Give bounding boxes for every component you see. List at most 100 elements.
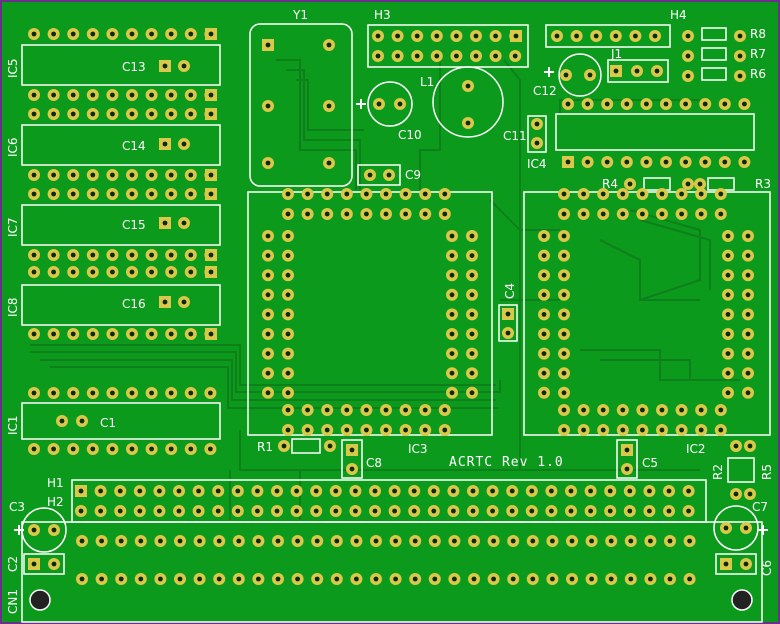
- mounting-holes: [29, 589, 753, 611]
- plcc-pad: [558, 424, 570, 436]
- header-pad: [565, 485, 577, 497]
- plcc-pad: [616, 424, 629, 436]
- h4-outline: [545, 24, 671, 48]
- dip-pad: [620, 98, 633, 110]
- plcc-pad: [466, 347, 478, 360]
- plcc-pad: [722, 308, 734, 321]
- plcc-pad: [675, 208, 688, 220]
- dip-pad: [165, 188, 178, 200]
- dip-pad: [165, 266, 178, 278]
- dip-pad: [106, 328, 119, 340]
- header-pad: [271, 505, 283, 517]
- header-pad: [114, 505, 127, 517]
- trace: [559, 99, 700, 115]
- connector-pad: [311, 535, 324, 547]
- plcc-pad: [419, 188, 432, 200]
- label-c6: C6: [760, 560, 774, 576]
- plcc-pad: [466, 249, 478, 262]
- header-pad: [590, 30, 603, 42]
- connector-pad: [193, 535, 206, 547]
- dip-pad: [67, 249, 80, 261]
- plcc-pad: [466, 288, 478, 301]
- plcc-pad: [558, 188, 570, 200]
- plcc-pad: [419, 424, 432, 436]
- plcc-pad: [722, 386, 734, 399]
- connector-pad: [507, 573, 520, 585]
- label-c4: C4: [503, 283, 517, 299]
- dip-pad: [28, 188, 40, 200]
- connector-pad: [526, 535, 539, 547]
- cap-pad: [584, 69, 596, 81]
- connector-pad: [330, 573, 343, 585]
- dip-pad: [106, 108, 119, 120]
- cap-pad: [740, 522, 752, 534]
- header-pad: [682, 505, 695, 517]
- header-pad: [623, 505, 636, 517]
- resistor-pad: [730, 488, 742, 500]
- label-j1: J1: [610, 47, 622, 61]
- cap-pad: [76, 415, 88, 427]
- plcc-pad: [722, 288, 734, 301]
- dip-pad: [145, 188, 158, 200]
- connector-pad: [487, 573, 500, 585]
- resistor-pad: [744, 440, 756, 452]
- label-h3: H3: [374, 8, 391, 22]
- resistor-pad: [682, 50, 694, 62]
- plcc-pad: [262, 308, 274, 321]
- dip-pad: [28, 249, 40, 261]
- plcc-pad: [714, 404, 727, 416]
- cap-pad: [346, 463, 358, 475]
- connector-pad: [468, 535, 480, 547]
- y1-outline: [249, 23, 353, 187]
- dip-pad: [640, 156, 653, 168]
- dip-pad: [581, 156, 594, 168]
- dip-pad: [184, 249, 197, 261]
- plcc-pad: [538, 230, 550, 242]
- plcc-pad: [538, 249, 550, 262]
- header-pad: [94, 485, 107, 497]
- dip-pad: [47, 249, 60, 261]
- dip-pad: [165, 169, 178, 181]
- dip-pad: [106, 89, 119, 101]
- dip-pad: [106, 188, 119, 200]
- dip-pad: [28, 443, 40, 455]
- c6-outline: [715, 553, 757, 575]
- label-c1: C1: [100, 416, 116, 430]
- connector-pad: [428, 535, 441, 547]
- plcc-pad: [695, 208, 708, 220]
- header-pad: [408, 485, 421, 497]
- resistor-pad: [730, 440, 742, 452]
- connector-pad: [644, 573, 657, 585]
- label-cn1: CN1: [6, 589, 20, 614]
- plcc-pad: [446, 386, 458, 399]
- plcc-pad: [722, 230, 734, 242]
- plcc-pad: [282, 269, 294, 282]
- dip-pad: [47, 443, 60, 455]
- label-r6: R6: [750, 67, 766, 81]
- dip-pin1-pad: [205, 28, 217, 40]
- header-pad: [310, 485, 323, 497]
- connector-pad: [370, 573, 382, 585]
- label-c13: C13: [122, 60, 146, 74]
- plcc-pad: [282, 404, 294, 416]
- plcc-pad: [558, 230, 570, 242]
- plcc-pad: [656, 424, 668, 436]
- plcc-pad: [438, 404, 451, 416]
- dip-pad: [184, 89, 197, 101]
- plcc-pad: [695, 404, 708, 416]
- header-pad: [114, 485, 127, 497]
- header-pad: [133, 485, 146, 497]
- cap-pad: [394, 98, 406, 110]
- dip-pad: [86, 249, 99, 261]
- header-pad: [470, 50, 482, 62]
- dip-pin1-pad: [205, 266, 217, 278]
- dip-pad: [581, 98, 594, 110]
- crystal-pad: [323, 100, 335, 112]
- header-pad: [609, 30, 622, 42]
- connector-pad: [154, 573, 167, 585]
- crystal-pad: [262, 157, 274, 169]
- connector-pad: [605, 573, 618, 585]
- cap-pad: [740, 558, 752, 570]
- crystal-pad: [262, 39, 274, 51]
